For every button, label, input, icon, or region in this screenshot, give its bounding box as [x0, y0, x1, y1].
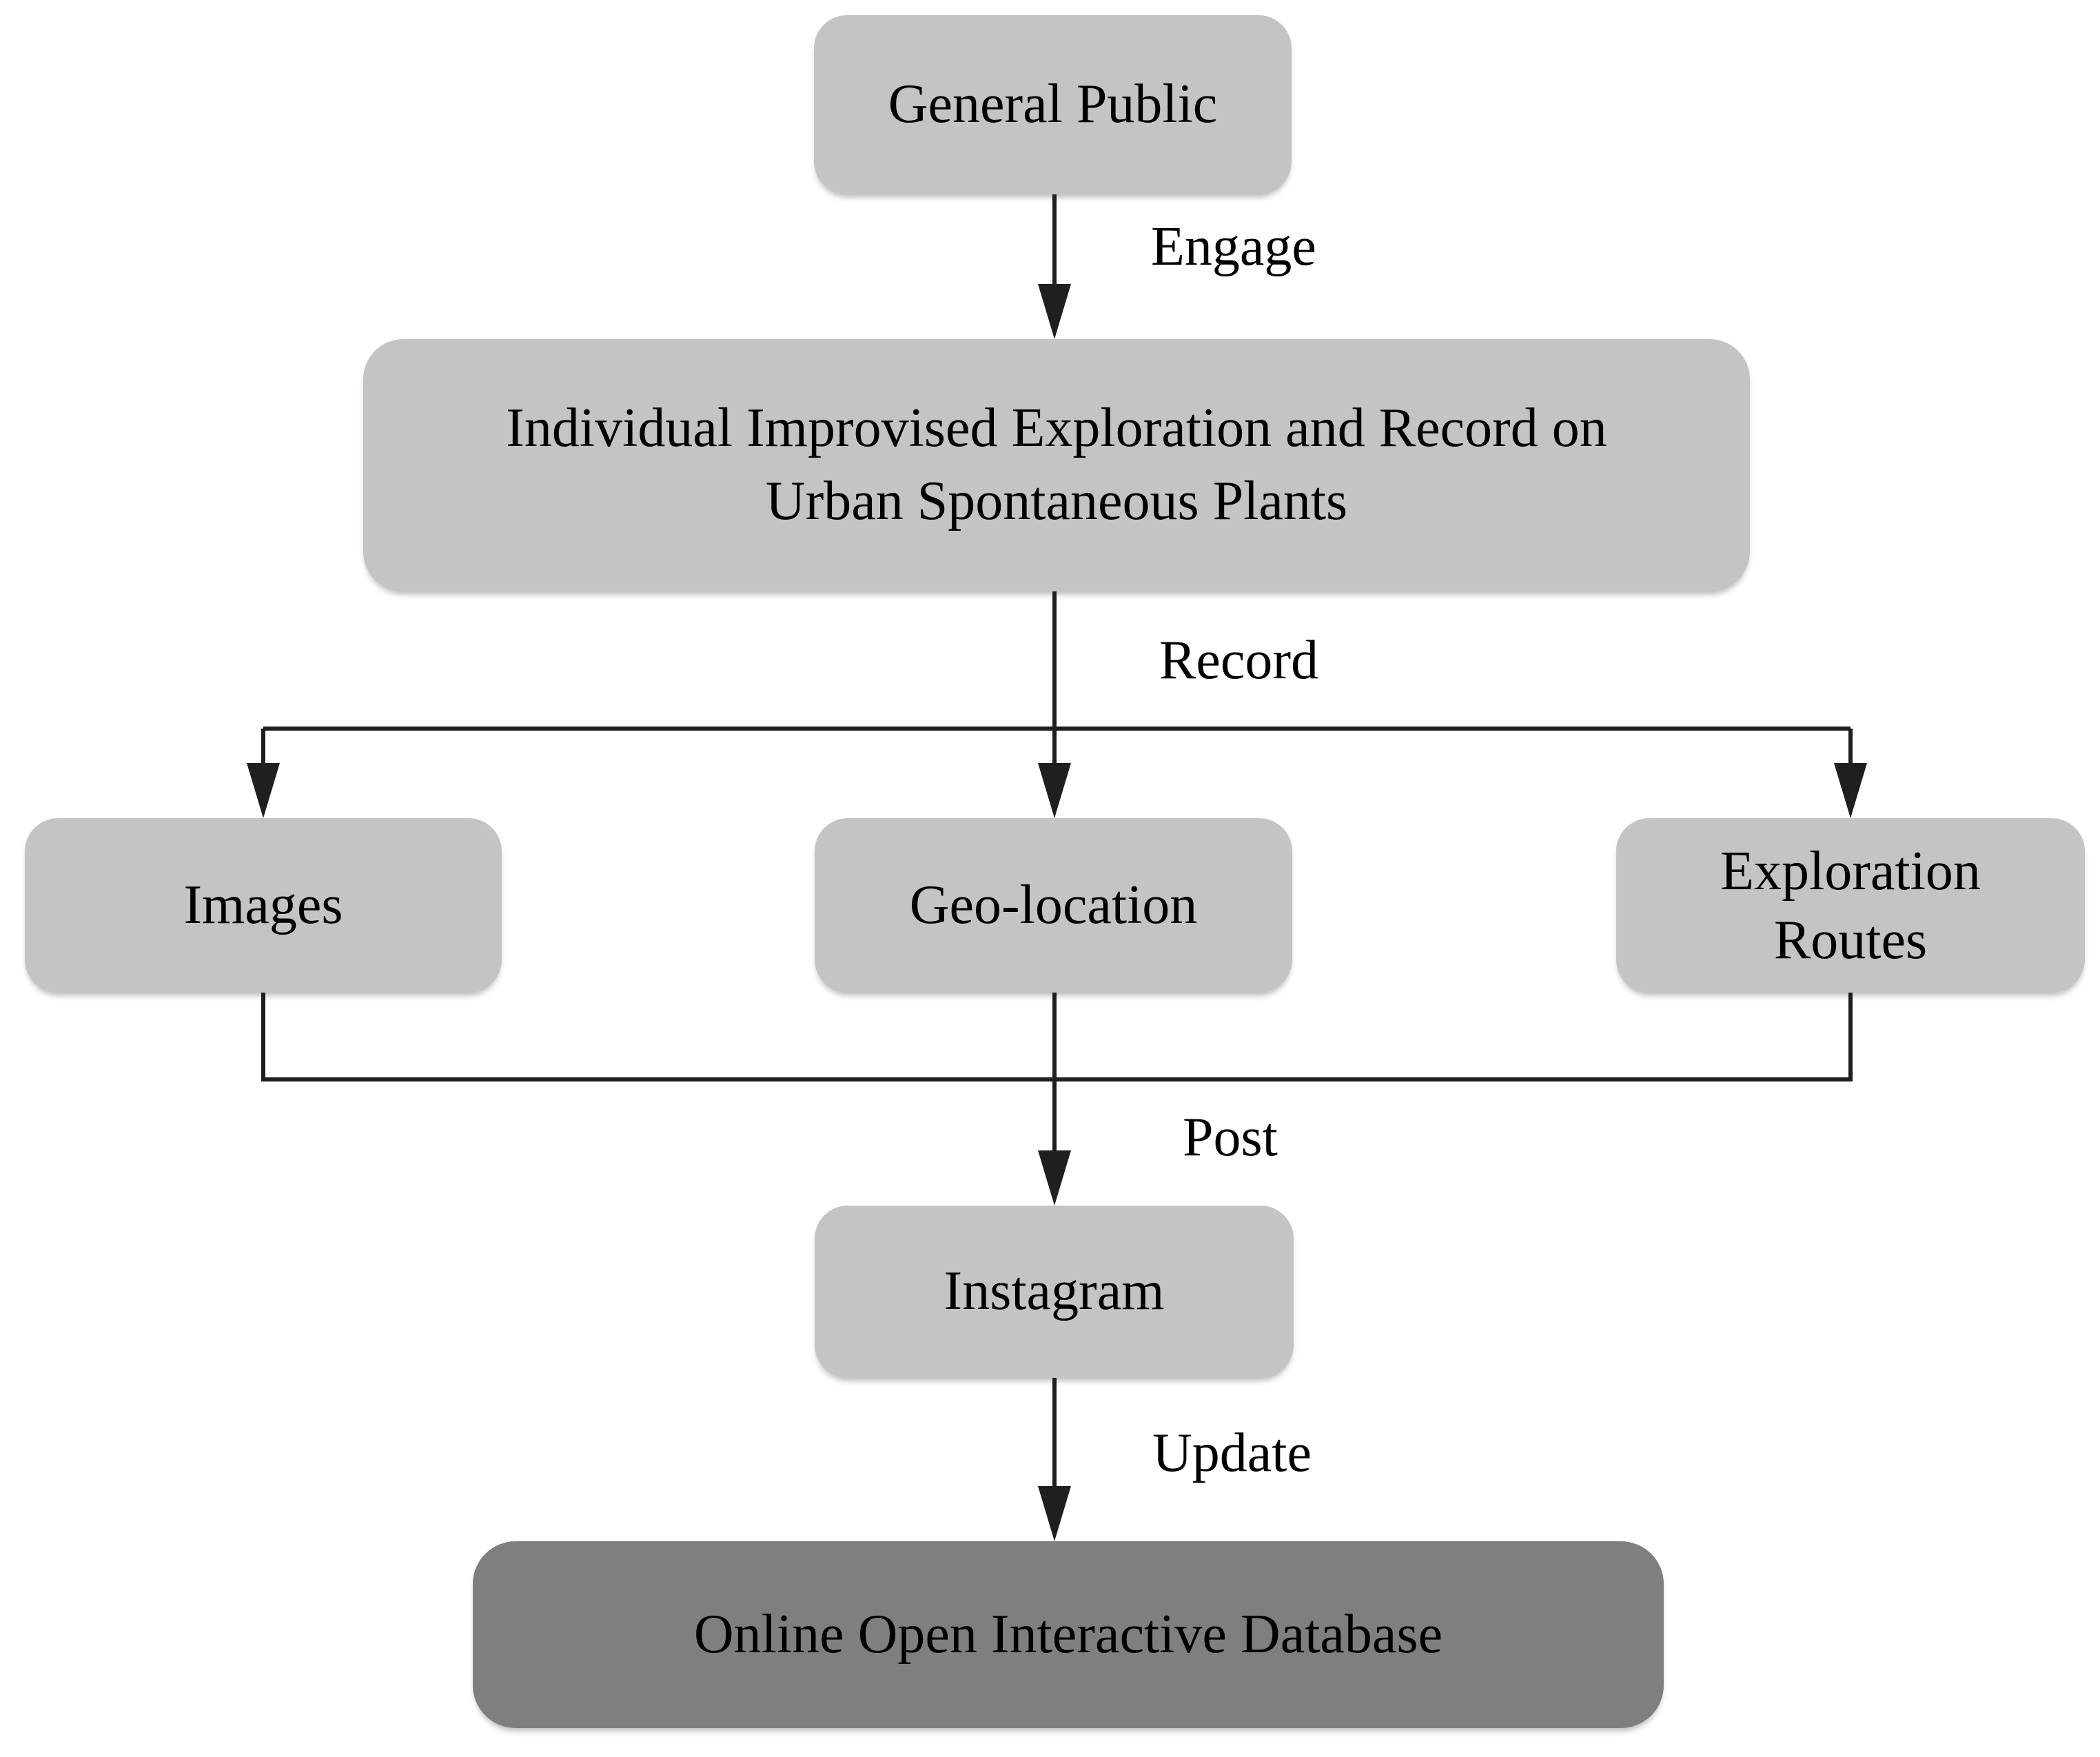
edge-record-trunk-line: [1052, 591, 1057, 764]
edge-record-label: Record: [1159, 630, 1319, 691]
edge-record-left-arrowhead: [247, 763, 280, 818]
edge-post-right-line: [1848, 993, 1853, 1081]
edge-record-right-arrowhead: [1834, 763, 1867, 818]
edge-engage-line: [1052, 194, 1057, 285]
node-instagram-label: Instagram: [944, 1261, 1165, 1322]
edge-engage-arrowhead: [1038, 284, 1071, 339]
edge-post-merge-line: [263, 1077, 1851, 1081]
node-images: Images: [25, 818, 502, 993]
node-online-database: Online Open Interactive Database: [473, 1541, 1664, 1728]
node-geo-location-label: Geo-location: [909, 874, 1198, 935]
node-instagram: Instagram: [815, 1206, 1294, 1378]
edge-post-left-line: [261, 993, 265, 1081]
edge-post-label: Post: [1183, 1107, 1278, 1168]
node-geo-location: Geo-location: [815, 818, 1292, 993]
edge-engage-label: Engage: [1151, 216, 1316, 277]
edge-post-arrowhead: [1038, 1150, 1071, 1206]
node-individual-exploration: Individual Improvised Exploration and Re…: [363, 339, 1750, 591]
edge-record-left-drop-line: [261, 729, 265, 764]
edge-record-middle-arrowhead: [1038, 763, 1071, 818]
node-exploration-routes: Exploration Routes: [1616, 818, 2085, 993]
edge-update-label: Update: [1152, 1423, 1312, 1483]
node-general-public-label: General Public: [888, 74, 1218, 135]
node-exploration-routes-label: Exploration Routes: [1720, 840, 1981, 971]
node-online-database-label: Online Open Interactive Database: [693, 1603, 1443, 1665]
edge-update-arrowhead: [1038, 1486, 1071, 1541]
edge-record-branch-line: [263, 727, 1851, 731]
node-individual-exploration-label: Individual Improvised Exploration and Re…: [506, 398, 1607, 531]
node-images-label: Images: [183, 874, 343, 935]
edge-post-middle-line: [1052, 993, 1057, 1152]
node-general-public: General Public: [814, 15, 1292, 194]
edge-record-right-drop-line: [1848, 729, 1853, 764]
edge-update-line: [1052, 1378, 1057, 1487]
